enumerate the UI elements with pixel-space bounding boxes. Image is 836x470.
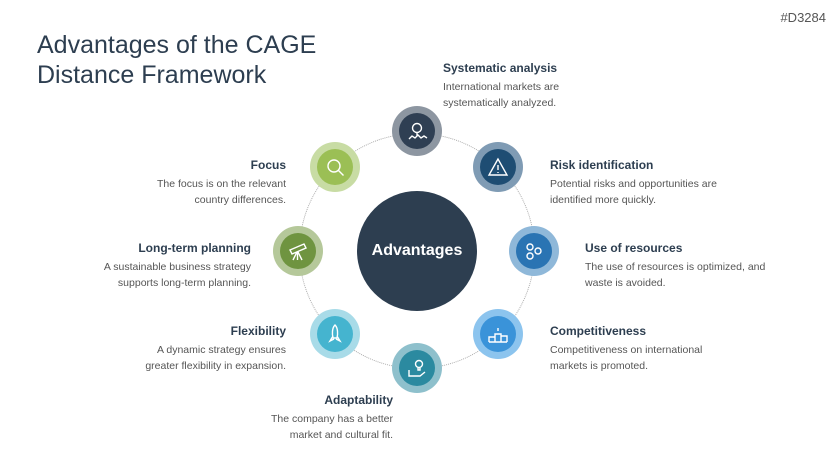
node-inner xyxy=(516,233,552,269)
node-long-term-planning xyxy=(273,226,323,276)
node-inner xyxy=(317,316,353,352)
node-systematic-analysis xyxy=(392,106,442,156)
page-title: Advantages of the CAGE Distance Framewor… xyxy=(37,31,317,89)
item-title: Systematic analysis xyxy=(443,61,558,75)
rocket-icon xyxy=(328,324,342,343)
magnifier-chart-icon xyxy=(408,122,428,140)
node-inner xyxy=(317,149,353,185)
podium-icon xyxy=(488,328,508,343)
hand-lightbulb-icon xyxy=(408,359,426,377)
item-title: Flexibility xyxy=(230,324,286,338)
slide-code: #D3284 xyxy=(780,10,826,25)
node-inner xyxy=(480,316,516,352)
item-title: Long-term planning xyxy=(138,241,251,255)
item-text: The company has a better market and cult… xyxy=(271,413,393,441)
node-inner xyxy=(399,350,435,386)
item-text: A sustainable business strategy supports… xyxy=(103,261,251,289)
item-text: Competitiveness on international markets… xyxy=(550,344,703,372)
item-title: Focus xyxy=(250,158,286,172)
item-text: Potential risks and opportunities are id… xyxy=(550,178,717,206)
item-title: Use of resources xyxy=(585,241,683,255)
node-adaptability xyxy=(392,343,442,393)
item-text: International markets are systematically… xyxy=(443,81,560,109)
node-focus xyxy=(310,142,360,192)
node-use-of-resources xyxy=(509,226,559,276)
item-title: Risk identification xyxy=(550,158,654,172)
node-flexibility xyxy=(310,309,360,359)
node-inner xyxy=(480,149,516,185)
item-flexibility: Flexibility A dynamic strategy ensures gr… xyxy=(86,323,286,374)
node-inner xyxy=(280,233,316,269)
warning-icon xyxy=(487,157,509,176)
item-title: Adaptability xyxy=(324,393,393,407)
node-competitiveness xyxy=(473,309,523,359)
item-title: Competitiveness xyxy=(550,324,647,338)
node-risk-identification xyxy=(473,142,523,192)
item-text: A dynamic strategy ensures greater flexi… xyxy=(145,344,286,372)
node-inner xyxy=(399,113,435,149)
item-text: The use of resources is optimized, and w… xyxy=(585,261,766,289)
center-circle: Advantages xyxy=(357,191,477,311)
telescope-icon xyxy=(289,243,307,261)
gears-icon xyxy=(526,243,542,260)
item-long-term-planning: Long-term planning A sustainable business… xyxy=(51,240,251,291)
magnifier-icon xyxy=(327,159,344,176)
item-text: The focus is on the relevant country dif… xyxy=(157,178,286,206)
